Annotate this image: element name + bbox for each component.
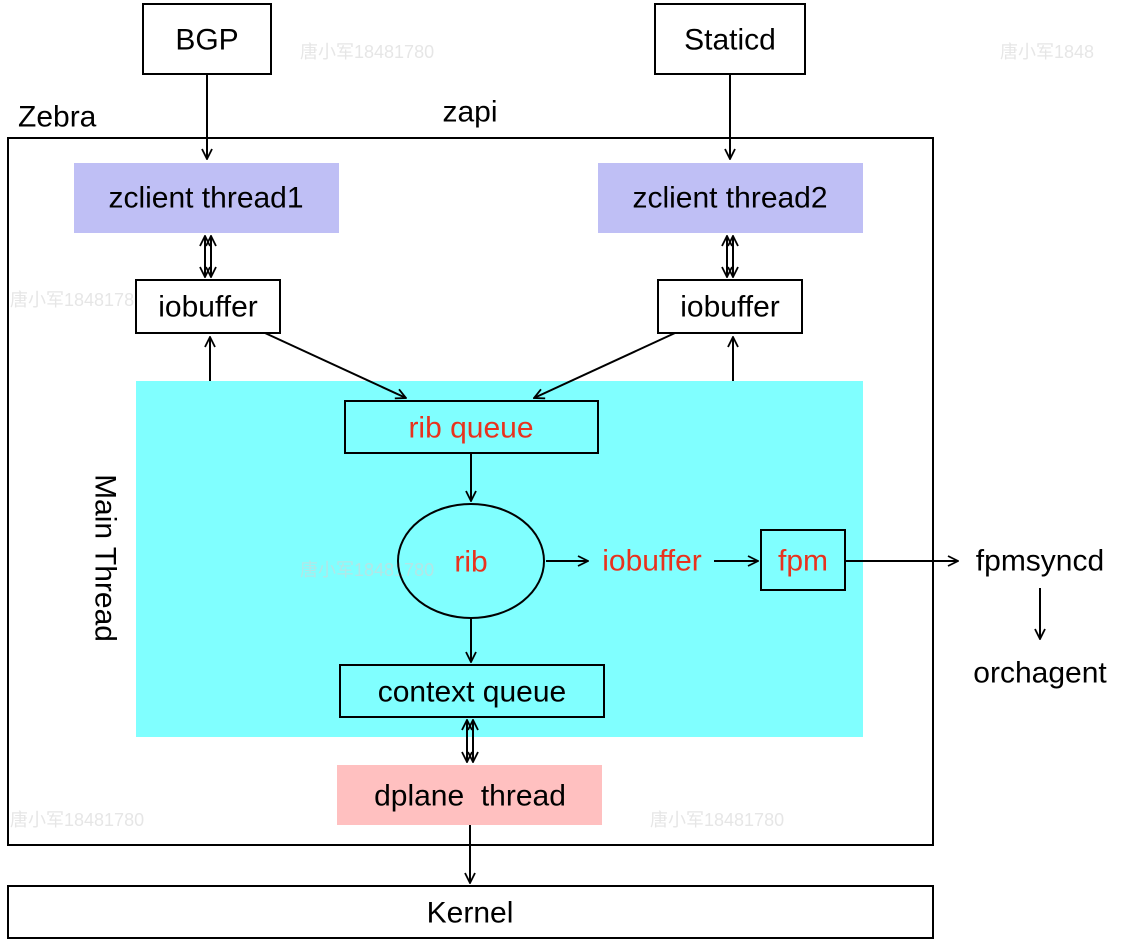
bgp-label: BGP <box>175 24 238 57</box>
zapi-label: zapi <box>442 96 497 129</box>
rib-label: rib <box>454 546 487 579</box>
kernel-box <box>7 885 934 939</box>
staticd-box <box>654 3 806 75</box>
watermark: 唐小军18481780 <box>10 290 144 310</box>
iobuffer-left-label: iobuffer <box>158 291 258 324</box>
staticd-label: Staticd <box>684 24 776 57</box>
iobuffer-right-label: iobuffer <box>680 291 780 324</box>
zclient-thread1-box <box>74 163 339 233</box>
main-thread-region <box>136 381 863 737</box>
dplane-thread-label: dplane thread <box>374 780 566 813</box>
arrow-iobuffer-right-to-rib-queue <box>534 332 676 398</box>
iobuffer-right-box <box>657 279 803 334</box>
watermark: 唐小军18481780 <box>650 810 784 830</box>
arrow-iobuffer-left-to-rib-queue <box>264 332 406 398</box>
rib-queue-label: rib queue <box>408 412 533 445</box>
zclient-thread1-label: zclient thread1 <box>108 182 303 215</box>
watermark: 唐小军1848 <box>1000 42 1094 62</box>
iobuffer-left-box <box>135 279 281 334</box>
kernel-label: Kernel <box>427 897 514 930</box>
orchagent-label: orchagent <box>973 657 1107 690</box>
watermark: 唐小军18481780 <box>10 810 144 830</box>
context-queue-label: context queue <box>378 676 566 709</box>
zclient-thread2-label: zclient thread2 <box>632 182 827 215</box>
zclient-thread2-box <box>598 163 863 233</box>
watermark: 唐小军18481780 <box>300 42 434 62</box>
fpm-label: fpm <box>778 545 828 578</box>
main-thread-label: Main Thread <box>89 474 122 642</box>
zebra-label: Zebra <box>18 101 97 134</box>
fpmsyncd-label: fpmsyncd <box>976 545 1104 578</box>
dplane-thread-box <box>337 765 602 825</box>
iobuffer-mid-label: iobuffer <box>602 545 702 578</box>
bgp-box <box>142 3 272 75</box>
watermark: 唐小军18481780 <box>300 560 434 580</box>
context-queue-box <box>339 664 605 718</box>
